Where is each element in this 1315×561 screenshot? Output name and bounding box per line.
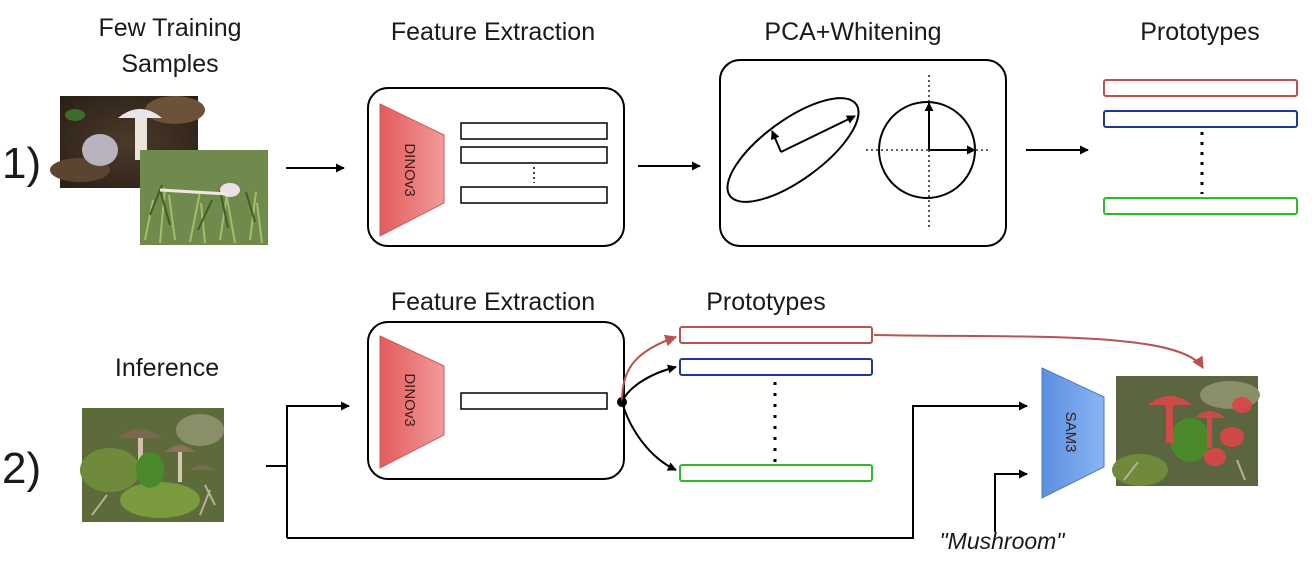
dinov3-encoder-1: DINOv3	[379, 103, 445, 237]
prototype-red-2	[679, 326, 873, 344]
arrow-inference-to-sam3	[287, 401, 1028, 539]
arrow-inference-to-extraction	[286, 401, 350, 538]
arrow-prompt-to-sam3	[994, 469, 1028, 532]
pca-whitening-label: PCA+Whitening	[764, 18, 941, 46]
feature-extraction-label-1: Feature Extraction	[391, 18, 595, 46]
inference-label: Inference	[115, 354, 219, 382]
feature-extraction-label-2: Feature Extraction	[391, 288, 595, 316]
arrow-to-prototype-blue	[621, 364, 677, 403]
feature-vector-3	[460, 186, 608, 204]
arrow-to-prototype-green	[621, 401, 677, 471]
sam3-segmenter: SAM3	[1041, 367, 1105, 499]
output-segmented-photo	[1112, 376, 1260, 486]
arrow-prototype-to-output	[873, 334, 1204, 370]
prompt-text: "Mushroom"	[940, 528, 1067, 554]
prototype-green-2	[679, 464, 873, 482]
feature-vector-1	[460, 122, 608, 140]
whitened-circle-plot	[866, 75, 990, 230]
prototype-blue-2	[679, 358, 873, 376]
sam3-label: SAM3	[1062, 412, 1079, 453]
samples-label-line1: Few Training	[98, 14, 241, 42]
dinov3-encoder-2: DINOv3	[379, 335, 445, 469]
inference-photo	[80, 408, 224, 522]
prototypes-label-2: Prototypes	[706, 288, 826, 316]
dinov3-label-1: DINOv3	[401, 143, 418, 196]
arrow-to-prototype-red	[621, 334, 678, 403]
pca-ellipse-plot	[726, 97, 860, 203]
step2-number: 2)	[2, 444, 41, 493]
pca-whitening-box	[719, 59, 1007, 247]
feature-vector-query	[460, 392, 608, 410]
feature-vector-2	[460, 146, 608, 164]
prototypes-label-1: Prototypes	[1140, 18, 1260, 46]
prototype-green-1	[1103, 197, 1298, 215]
samples-label-line2: Samples	[121, 50, 218, 78]
step1-number: 1)	[2, 139, 41, 188]
training-photo-2	[140, 150, 268, 245]
dinov3-label-2: DINOv3	[401, 373, 418, 426]
prototype-blue-1	[1103, 110, 1298, 128]
prototype-red-1	[1103, 79, 1298, 97]
